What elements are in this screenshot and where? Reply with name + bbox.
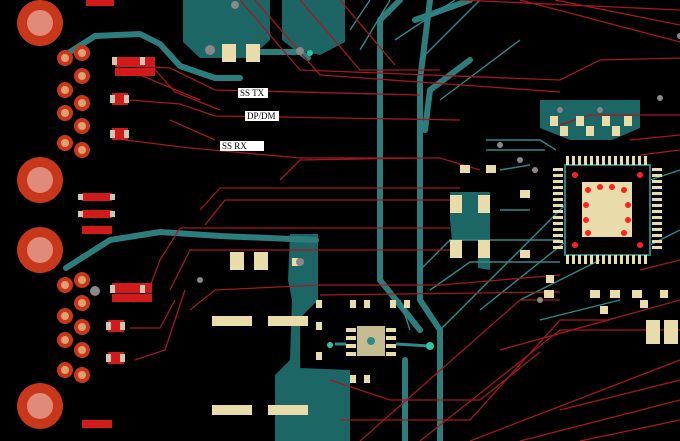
capacitor-pads <box>212 44 678 415</box>
switch-ic-small[interactable] <box>335 326 434 356</box>
signal-traces <box>124 0 680 441</box>
usb-connector-bottom[interactable] <box>17 227 63 429</box>
net-label-ss-tx[interactable]: SS TX <box>238 88 268 98</box>
usb-connector-top[interactable] <box>17 0 63 203</box>
component-pads <box>78 57 145 362</box>
net-label-ss-rx[interactable]: SS RX <box>220 141 264 151</box>
net-label-dp-dm[interactable]: DP/DM <box>245 111 279 121</box>
vias <box>90 1 680 348</box>
inner-layer-traces <box>63 0 473 441</box>
misc-pads <box>292 258 668 383</box>
decoupling-capacitors <box>460 116 642 298</box>
qfn-ic-main[interactable] <box>553 156 662 264</box>
connector-pins <box>57 45 90 383</box>
